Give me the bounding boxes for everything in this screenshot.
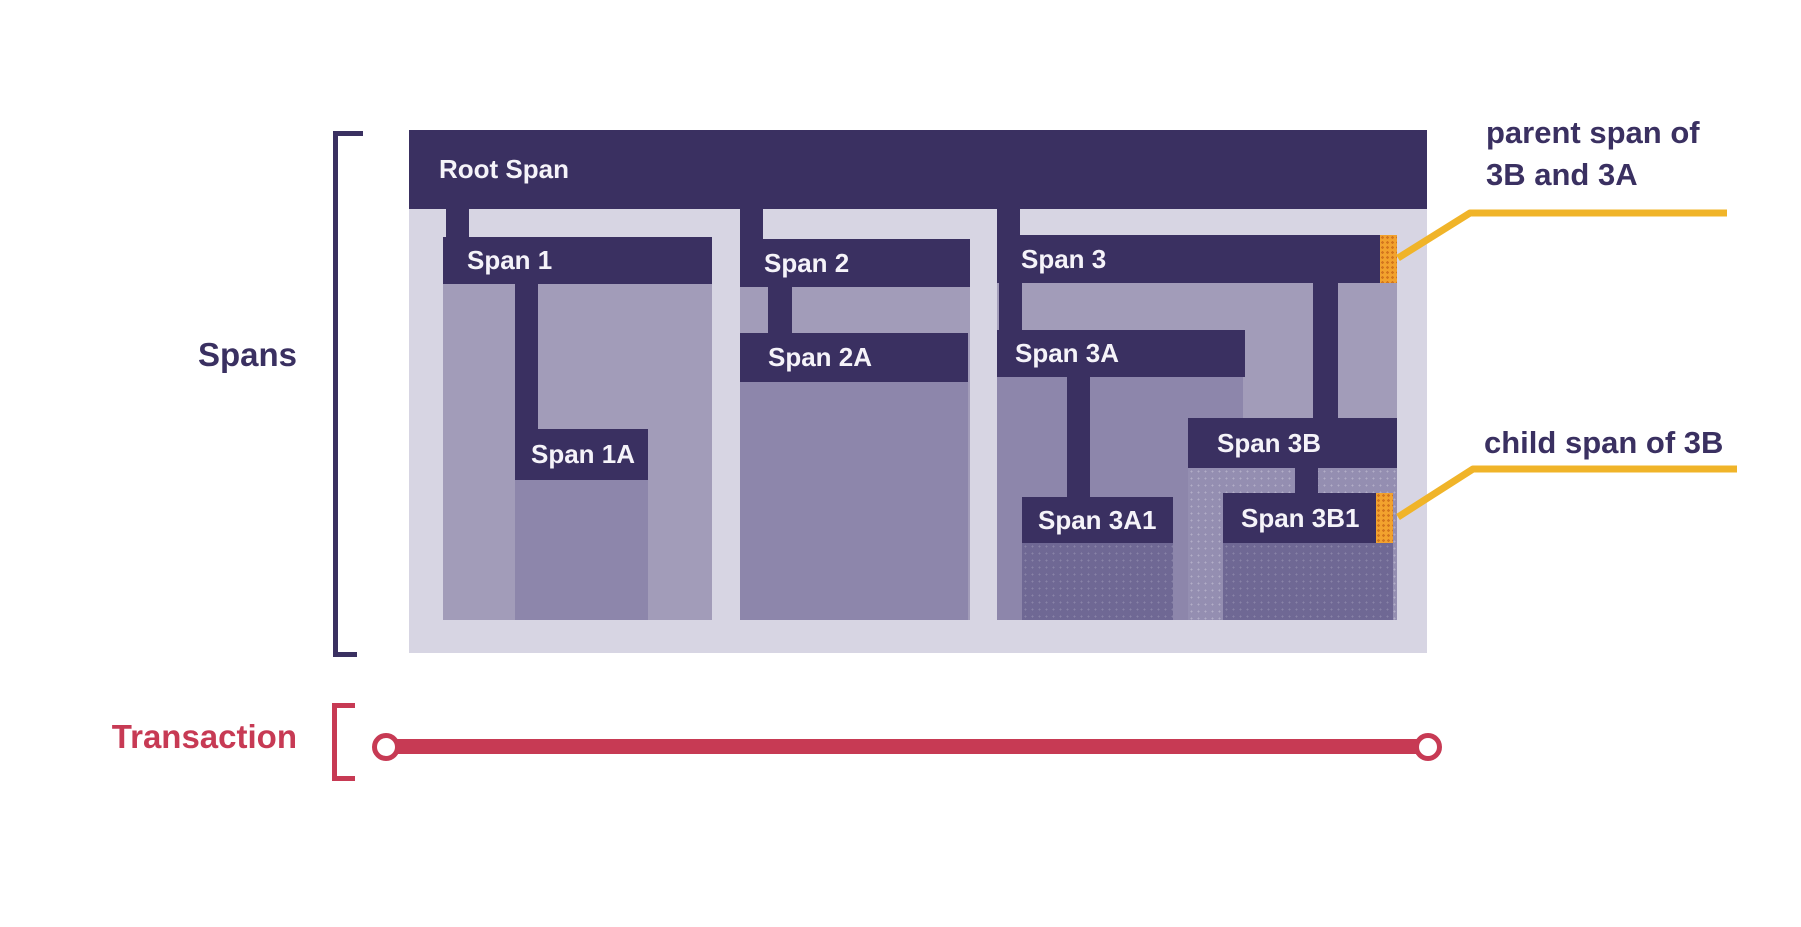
parent-span-note-line2: 3B and 3A [1486,157,1638,192]
child-span-callout-line [1396,465,1737,520]
spans-bracket-bottom-tick [333,652,357,657]
span-bar-label-span2a: Span 2A [768,342,873,372]
connector-span3b-to-span3b1 [1295,468,1318,494]
transaction-bracket-top-tick [332,703,355,708]
span-bar-label-span2: Span 2 [764,247,850,278]
span-bar-span3a1: Span 3A1 [1022,497,1173,543]
connector-span3-to-span3a [999,283,1022,331]
span-bar-label-span3a: Span 3A [1015,338,1120,368]
connector-span1-to-span1a [515,284,538,430]
parent-span-note-line1: parent span of [1486,115,1700,150]
span-bar-span1a: Span 1A [515,429,648,480]
span-bar-span3b: Span 3B [1188,418,1397,468]
span-bar-span2: Span 2 [740,239,970,287]
zone-span3a1-children [1022,543,1173,620]
spans-bracket-line [333,131,338,657]
spans-bracket-top-tick [333,131,363,136]
transaction-bracket-bottom-tick [332,776,355,781]
zone-span2a-children [740,382,968,620]
span-bar-label-root: Root Span [439,154,569,184]
connector-span3-to-span3b [1313,283,1338,419]
span-bar-label-span1: Span 1 [467,245,553,275]
span-bar-root: Root Span [409,130,1427,209]
transaction-section-label: Transaction [111,718,297,755]
transaction-end-dot [1414,733,1442,761]
span-bar-span2a: Span 2A [740,333,968,382]
orange-marker-span3 [1380,235,1397,283]
transaction-bracket-line [332,703,337,781]
parent-span-note: parent span of 3B and 3A [1486,112,1700,196]
span-bar-label-span3: Span 3 [1021,243,1107,274]
span-bar-span1: Span 1 [443,237,712,284]
parent-span-callout-line [1396,209,1727,261]
transaction-start-dot [372,733,400,761]
spans-section-label: Spans [197,336,297,373]
span-bar-span3a: Span 3A [997,330,1245,377]
span-bar-label-span3b: Span 3B [1217,427,1322,458]
transaction-timeline-line [392,739,1422,754]
span-bar-label-span3b1: Span 3B1 [1241,502,1360,533]
span-bar-label-span3a1: Span 3A1 [1038,504,1157,535]
orange-marker-span3b1 [1376,493,1393,543]
span-bar-span3b1: Span 3B1 [1223,493,1393,543]
connector-root-to-span2 [740,209,763,240]
connector-root-to-span3 [997,209,1020,236]
span-bar-label-span1a: Span 1A [531,439,636,469]
connector-span3a-to-span3a1 [1067,377,1090,498]
zone-span1a-children [515,480,648,620]
connector-root-to-span1 [446,209,469,238]
child-span-note: child span of 3B [1484,425,1724,460]
zone-span3b1-children [1223,543,1393,620]
span-bar-span3: Span 3 [997,235,1397,283]
connector-span2-to-span2a [768,287,792,334]
